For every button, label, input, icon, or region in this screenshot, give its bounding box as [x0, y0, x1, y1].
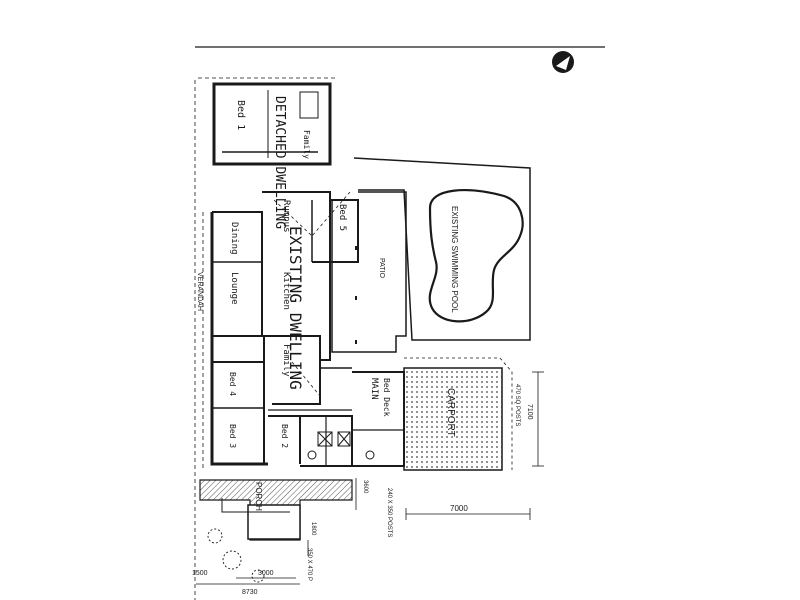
existing-dwelling-walls	[210, 191, 405, 467]
label-rumpus: Rumpus	[281, 200, 291, 233]
label-bed-5: Bed 5	[337, 204, 347, 231]
label-dining: Dining	[229, 222, 239, 255]
carport	[403, 357, 513, 471]
label-kitchen: Kitchen	[281, 272, 291, 310]
patio-outline	[331, 191, 407, 353]
dim-posts-350: 350 X 470 P	[306, 548, 312, 581]
label-main-bed-sub: Bed Deck	[382, 378, 391, 417]
label-family: Family	[281, 344, 291, 377]
label-main-bed: MAIN	[369, 378, 379, 400]
dim-posts-470: 470 SQ POSTS	[514, 384, 520, 426]
dim-7100: 7100	[526, 404, 533, 420]
swimming-pool	[428, 189, 524, 323]
dim-3600: 3600	[362, 480, 368, 494]
wet-area-fixtures	[307, 431, 375, 460]
dim-8730: 8730	[242, 589, 258, 596]
label-bed-1: Bed 1	[235, 100, 246, 130]
label-bed-2: Bed 2	[280, 424, 289, 448]
dim-posts-240: 240 X 350 POSTS	[386, 488, 392, 537]
label-detached-dwelling: DETACHED DWELLING	[272, 96, 287, 229]
dimension-lines	[196, 371, 544, 585]
dim-7000: 7000	[450, 504, 468, 513]
dim-1800: 1800	[310, 522, 316, 536]
label-bed-3: Bed 3	[228, 424, 237, 448]
label-existing-dwelling: EXISTING DWELLING	[286, 226, 305, 390]
label-verandah: VERANDAH	[196, 272, 203, 311]
detached-dwelling	[212, 82, 332, 166]
label-family-detached: Family	[302, 130, 311, 159]
north-arrow-icon	[552, 51, 574, 73]
porch	[199, 479, 353, 541]
dim-3000: 3000	[258, 570, 274, 577]
dim-1500: 1500	[192, 570, 208, 577]
label-existing-pool: EXISTING SWIMMING POOL	[450, 206, 459, 313]
shrub-icon	[207, 528, 265, 583]
label-bed-4: Bed 4	[228, 372, 237, 396]
roofline-diagonals	[273, 191, 351, 397]
pool-fence	[353, 157, 531, 341]
label-patio: PATIO	[378, 258, 385, 279]
label-lounge: Lounge	[229, 272, 239, 305]
label-carport: CARPORT	[445, 388, 456, 437]
label-porch: PORCH	[254, 482, 263, 511]
